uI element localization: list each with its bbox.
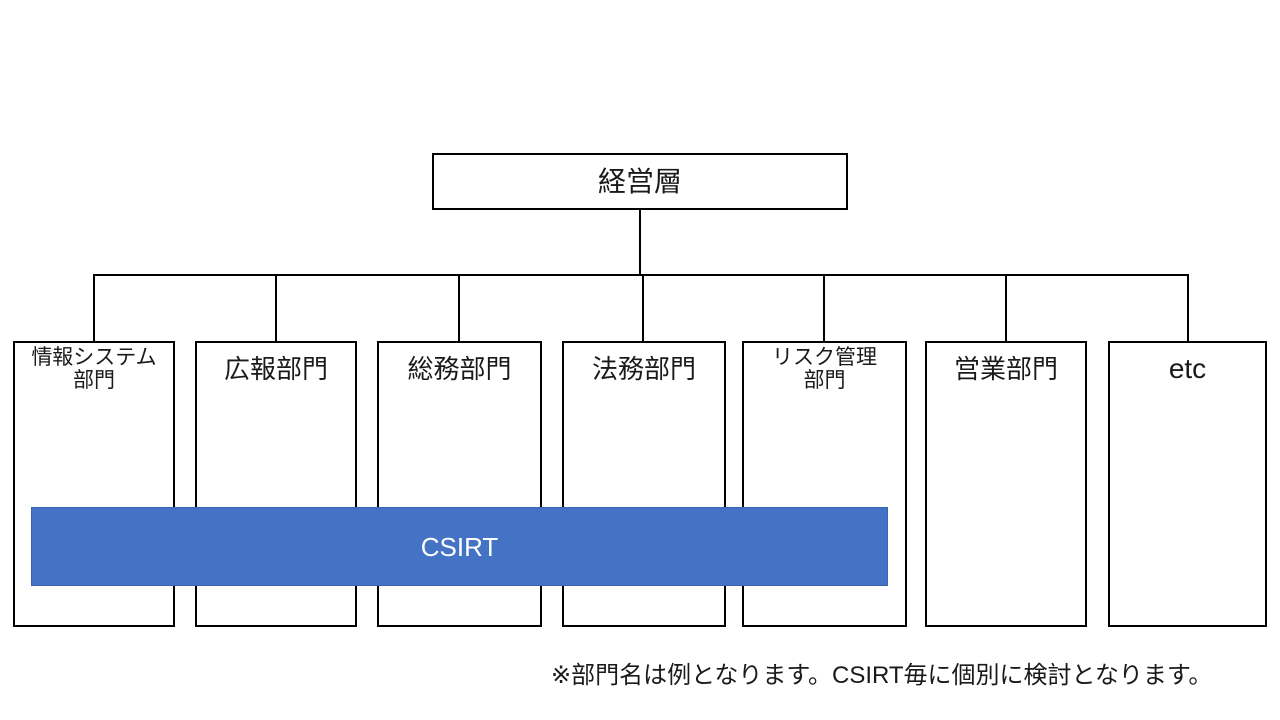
dept-box-etc: etc: [1108, 341, 1267, 627]
dept-label-general-affairs: 総務部門: [407, 354, 512, 384]
connector-crossbar: [93, 274, 1189, 276]
connector-drop-information-systems: [93, 275, 95, 341]
dept-label-sales: 営業部門: [953, 354, 1058, 384]
connector-drop-etc: [1187, 275, 1189, 341]
dept-label-information-systems: 情報システム 部門: [31, 346, 157, 392]
dept-label-etc: etc: [1168, 353, 1207, 384]
connector-drop-risk-management: [823, 275, 825, 341]
footnote: ※部門名は例となります。CSIRT毎に個別に検討となります。: [551, 662, 1213, 689]
connector-riser: [639, 210, 641, 275]
dept-box-sales: 営業部門: [925, 341, 1087, 627]
connector-drop-sales: [1005, 275, 1007, 341]
connector-drop-public-relations: [275, 275, 277, 341]
management-box: 経営層: [432, 153, 848, 210]
management-box-label: 経営層: [597, 165, 682, 197]
dept-label-public-relations: 広報部門: [223, 354, 328, 384]
dept-label-risk-management: リスク管理 部門: [772, 346, 877, 392]
csirt-band: CSIRT: [31, 507, 888, 586]
dept-label-legal: 法務部門: [591, 354, 696, 384]
connector-drop-legal: [642, 275, 644, 341]
csirt-band-label: CSIRT: [420, 531, 499, 562]
connector-drop-general-affairs: [458, 275, 460, 341]
